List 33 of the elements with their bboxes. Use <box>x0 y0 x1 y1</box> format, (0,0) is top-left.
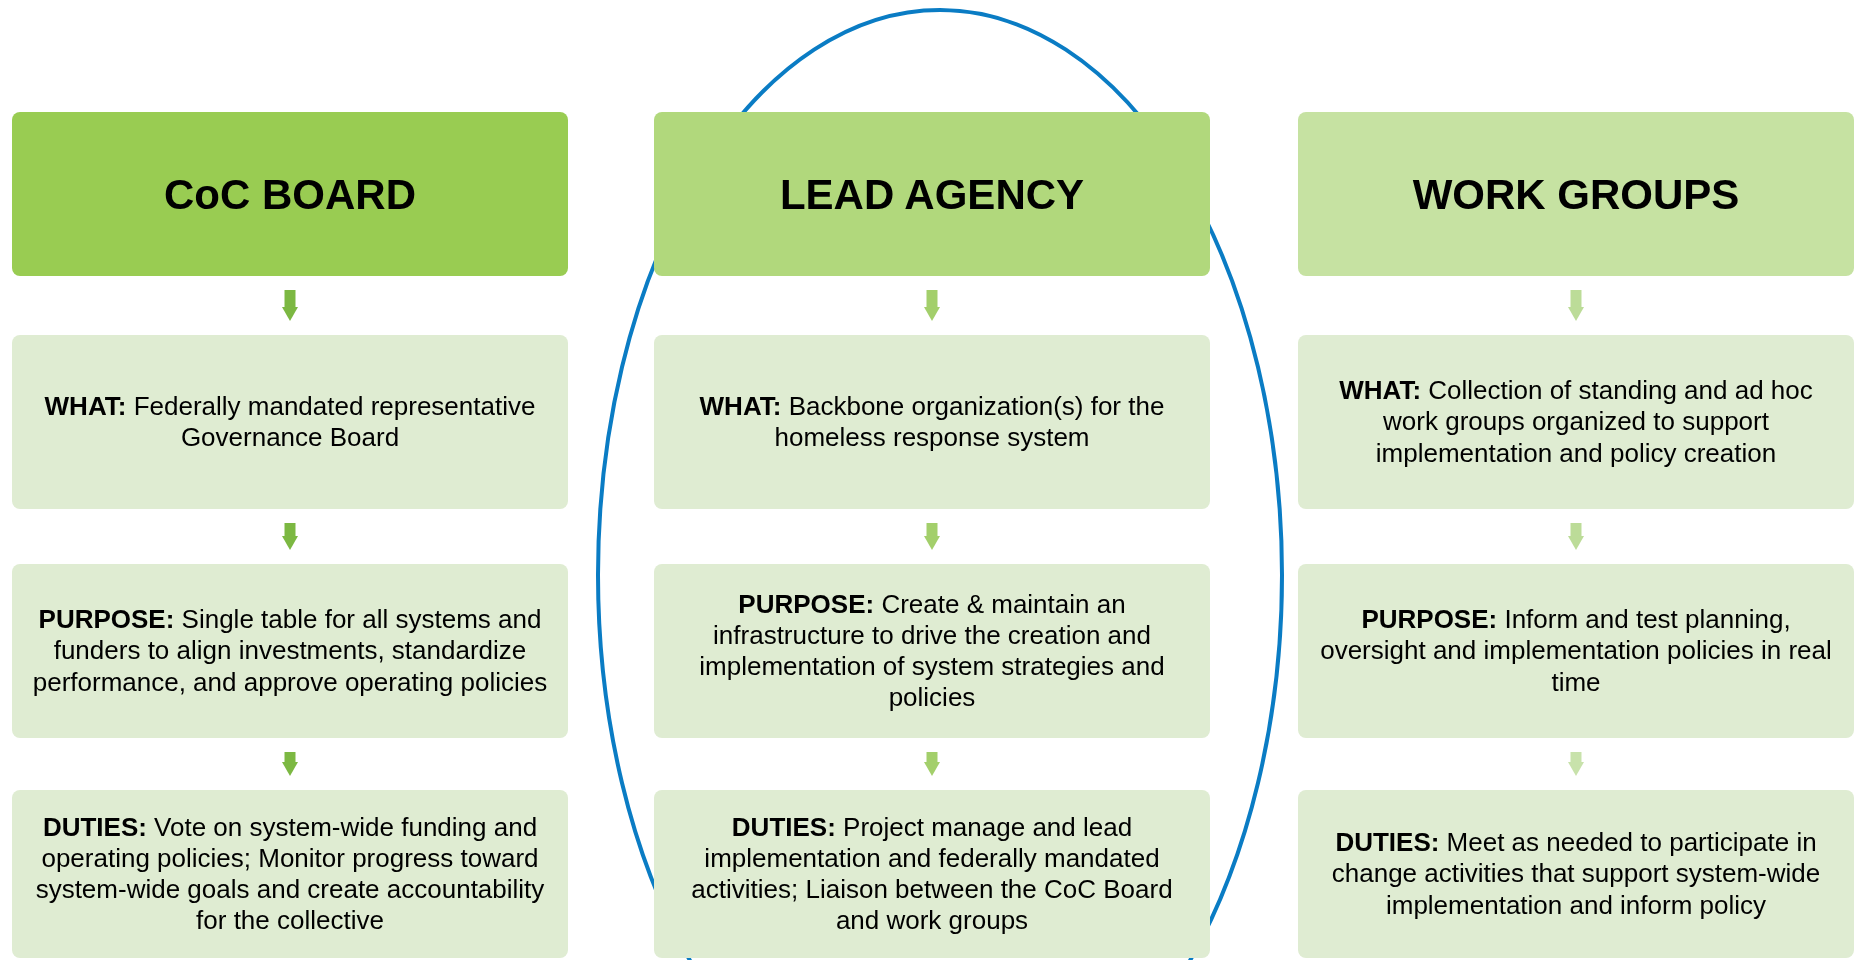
description-text: DUTIES: Project manage and lead implementation and federally mandated activities; Liaison between the CoC Board and work groups <box>690 811 1174 937</box>
down-arrow <box>282 752 298 776</box>
column-title: CoC BOARD <box>164 169 416 220</box>
down-arrow <box>282 290 298 321</box>
header-box <box>654 112 1210 276</box>
info-box <box>12 790 568 958</box>
column-title: WORK GROUPS <box>1412 169 1740 220</box>
down-arrow <box>282 523 298 550</box>
info-box <box>12 564 568 738</box>
info-box <box>1298 790 1854 958</box>
info-box <box>654 335 1210 509</box>
description-text: PURPOSE: Create & maintain an infrastructure to drive the creation and implementation of system strategies and policies <box>698 588 1166 714</box>
info-box <box>1298 564 1854 738</box>
down-arrow <box>924 523 940 550</box>
down-arrow <box>924 290 940 321</box>
info-box <box>12 335 568 509</box>
header-box <box>12 112 568 276</box>
down-arrow <box>1568 523 1584 550</box>
description-text: WHAT: Backbone organization(s) for the homeless response system <box>698 390 1166 454</box>
info-box <box>654 790 1210 958</box>
description-text: PURPOSE: Inform and test planning, oversight and implementation policies in real time <box>1319 604 1833 698</box>
description-text: DUTIES: Meet as needed to participate in change activities that support system-wide implementation and inform policy <box>1330 827 1822 921</box>
down-arrow <box>924 752 940 776</box>
description-text: DUTIES: Vote on system-wide funding and operating policies; Monitor progress toward system-wide goals and create accountability for the collective <box>34 811 546 937</box>
description-text: PURPOSE: Single table for all systems and funders to align investments, standardize performance, and approve operating policies <box>31 604 549 698</box>
down-arrow <box>1568 290 1584 321</box>
column-title: LEAD AGENCY <box>779 169 1085 220</box>
info-box <box>1298 335 1854 509</box>
description-text: WHAT: Collection of standing and ad hoc work groups organized to support implementation and policy creation <box>1338 375 1814 469</box>
down-arrow <box>1568 752 1584 776</box>
info-box <box>654 564 1210 738</box>
description-text: WHAT: Federally mandated representative Governance Board <box>43 390 537 454</box>
header-box <box>1298 112 1854 276</box>
